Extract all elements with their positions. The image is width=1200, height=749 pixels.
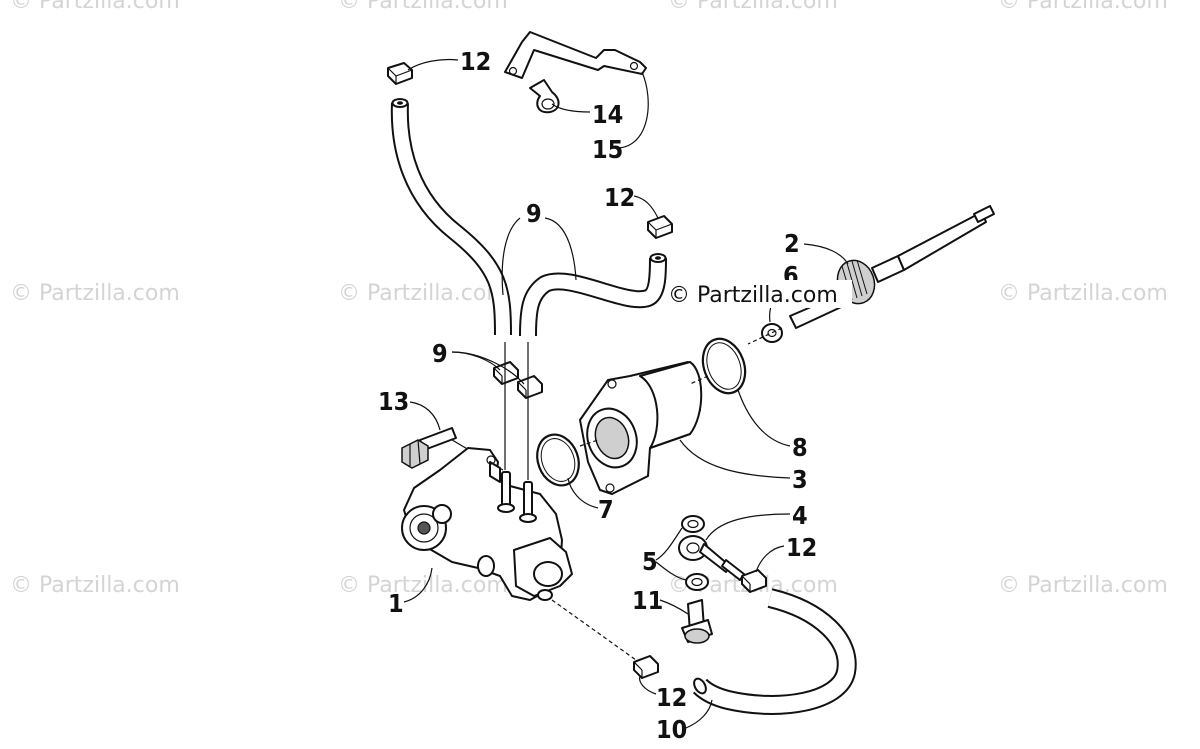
hose-part-9-short (519, 253, 667, 337)
callout-10: 10 (656, 715, 687, 744)
watermark: © Partzilla.com (338, 573, 508, 598)
oil-pump-part-1 (401, 447, 573, 601)
watermark: © Partzilla.com (10, 281, 180, 306)
housing-part-3 (579, 361, 703, 495)
washers-part-5 (681, 515, 709, 591)
callout-1: 1 (388, 589, 404, 618)
hose-clamps-part-9 (493, 361, 543, 399)
washer-part-6 (761, 323, 783, 343)
callout-12: 12 (656, 683, 687, 712)
callout-labels: 12 14 15 12 9 2 6 9 13 8 3 7 4 5 12 11 1… (378, 47, 817, 744)
banjo-bolt-part-11 (681, 599, 713, 644)
watermark: © Partzilla.com (10, 0, 180, 14)
watermark: © Partzilla.com (998, 573, 1168, 598)
center-watermark-bg (666, 280, 852, 308)
callout-4: 4 (792, 501, 808, 530)
callout-15: 15 (592, 135, 623, 164)
hose-clamp-top-left (387, 62, 413, 85)
hose-part-10 (692, 588, 857, 715)
watermark: © Partzilla.com (10, 573, 180, 598)
callout-8: 8 (792, 433, 808, 462)
center-watermark: © Partzilla.com (668, 283, 838, 308)
hose-clamp-right-upper (647, 215, 673, 239)
callout-12: 12 (604, 183, 635, 212)
callout-13: 13 (378, 387, 409, 416)
leader-lines (403, 58, 849, 729)
o-ring-part-8 (701, 337, 747, 395)
watermark: © Partzilla.com (998, 281, 1168, 306)
callout-12: 12 (460, 47, 491, 76)
callout-14: 14 (592, 100, 623, 129)
callout-9: 9 (526, 199, 542, 228)
callout-12: 12 (786, 533, 817, 562)
callout-7: 7 (598, 495, 614, 524)
watermark: © Partzilla.com (338, 0, 508, 14)
callout-5: 5 (642, 547, 658, 576)
hose-clamp-bottom (633, 655, 659, 679)
callout-3: 3 (792, 465, 808, 494)
bolt-part-13 (401, 427, 457, 469)
bracket-part-15 (504, 31, 647, 79)
callout-9: 9 (432, 339, 448, 368)
watermark: © Partzilla.com (668, 0, 838, 14)
gear-shaft-part-2 (789, 205, 995, 329)
callout-11: 11 (632, 586, 663, 615)
banjo-fitting-part-4 (678, 535, 745, 581)
callout-2: 2 (784, 229, 800, 258)
watermark: © Partzilla.com (998, 0, 1168, 14)
watermark-group: © Partzilla.com © Partzilla.com © Partzi… (10, 0, 1168, 598)
hose-part-9-long (390, 98, 512, 336)
hose-clamp-right-lower (741, 569, 767, 593)
o-ring-part-7 (536, 433, 580, 487)
clamp-part-14 (529, 79, 560, 114)
watermark: © Partzilla.com (338, 281, 508, 306)
